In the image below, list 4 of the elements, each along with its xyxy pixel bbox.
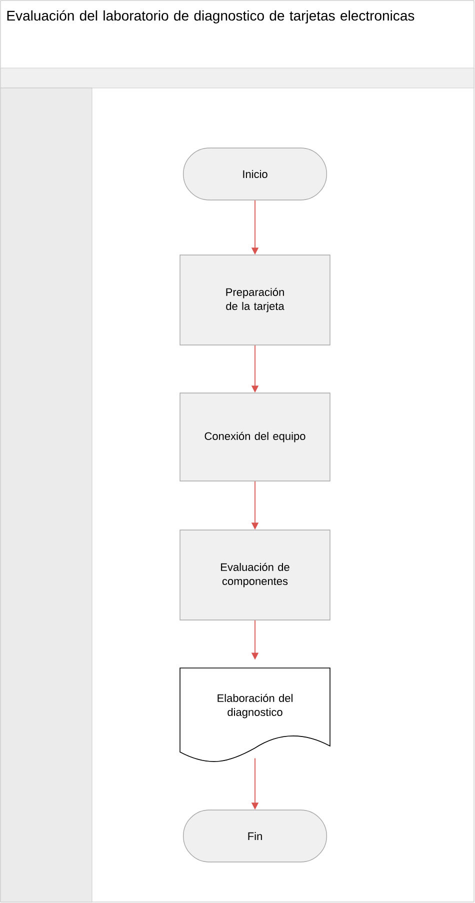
title: Evaluación del laboratorio de diagnostico de tarjetas electronicas [7, 10, 414, 24]
process-box: Preparación de la tarjeta [180, 254, 330, 346]
process-box: Evaluación de componentes [180, 530, 330, 620]
process-box: Conexión del equipo [180, 392, 330, 482]
